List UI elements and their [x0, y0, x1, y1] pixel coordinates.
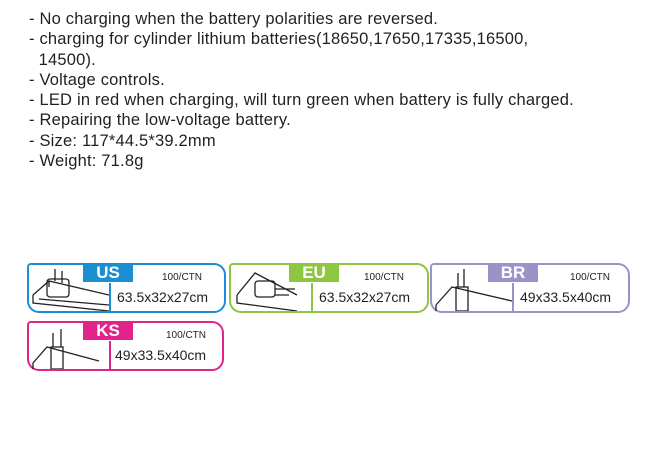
feature-item: - charging for cylinder lithium batterie… [29, 30, 529, 49]
feature-item: - LED in red when charging, will turn gr… [29, 91, 574, 110]
carton-dims: 63.5x32x27cm [319, 289, 411, 305]
plug-tag: BR [488, 263, 538, 282]
qty-label: 100/CTN [166, 330, 207, 341]
feature-item: - Weight: 71.8g [29, 152, 144, 171]
plug-icon [236, 272, 298, 311]
plug-card-us: US 100/CTN 63.5x32x27cm [27, 263, 226, 313]
feature-item: - Voltage controls. [29, 70, 165, 89]
feature-item: 14500). [29, 50, 96, 69]
carton-dims: 63.5x32x27cm [117, 289, 209, 305]
plug-card-eu: EU 100/CTN 63.5x32x27cm [229, 263, 429, 313]
plug-card-ks: KS 100/CTN 49x33.5x40cm [27, 321, 224, 371]
plug-tag: US [83, 263, 133, 282]
plug-card-br: BR 100/CTN 49x33.5x40cm [430, 263, 630, 313]
feature-item: - Size: 117*44.5*39.2mm [29, 131, 216, 150]
feature-list: - No charging when the battery polaritie… [29, 9, 574, 171]
qty-label: 100/CTN [364, 272, 405, 283]
plug-icon [32, 329, 100, 369]
carton-dims: 49x33.5x40cm [115, 347, 207, 363]
feature-item: - No charging when the battery polaritie… [29, 10, 439, 28]
carton-dims: 49x33.5x40cm [520, 289, 612, 305]
qty-label: 100/CTN [570, 272, 611, 283]
plug-tag: EU [289, 263, 339, 282]
plug-tag: KS [83, 321, 133, 340]
plug-icon [32, 269, 109, 311]
feature-item: - Repairing the low-voltage battery. [29, 111, 291, 130]
plug-icon [435, 269, 512, 311]
qty-label: 100/CTN [162, 272, 203, 283]
